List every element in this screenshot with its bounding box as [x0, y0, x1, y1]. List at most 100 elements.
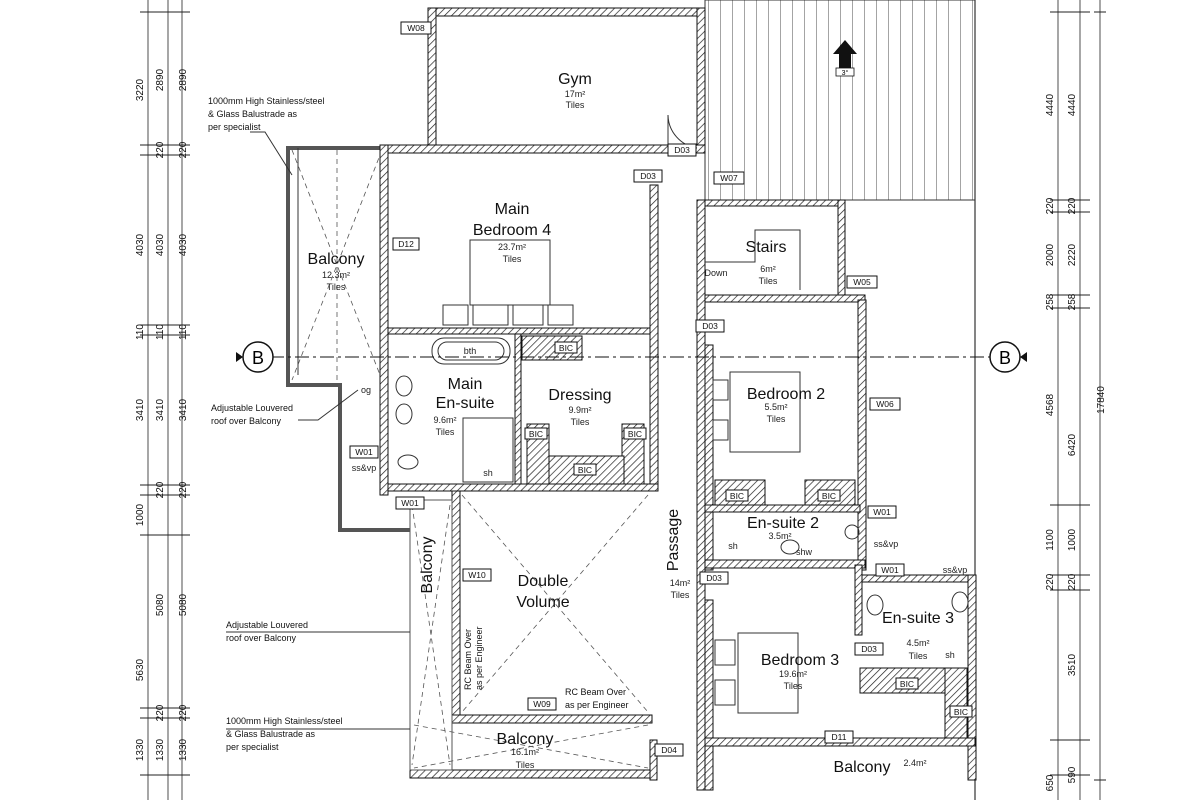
dim-right-mid-7: 3510	[1067, 653, 1078, 676]
svg-text:BIC: BIC	[730, 491, 744, 501]
svg-text:W01: W01	[881, 565, 899, 575]
stairs-finish: Tiles	[759, 276, 778, 286]
main-ensuite-name-2: En-suite	[436, 395, 495, 412]
tag-bic-1: BIC	[554, 341, 578, 354]
bedroom3-area: 19.6m²	[779, 669, 807, 679]
dim-left-inner-4: 3410	[178, 398, 189, 421]
tag-bic-3: BIC	[623, 427, 647, 440]
tag-d03-gym: D03	[667, 143, 697, 157]
svg-text:roof over Balcony: roof over Balcony	[226, 633, 297, 643]
tag-d12: D12	[392, 237, 420, 251]
tag-d03-bed4: D03	[633, 169, 663, 183]
balcony-bottom-area: 16.1m²	[511, 747, 539, 757]
dim-right-outer-7: 650	[1045, 774, 1056, 791]
tag-bic-8: BIC	[949, 705, 973, 718]
svg-text:1000mm High Stainless/steel: 1000mm High Stainless/steel	[226, 716, 343, 726]
svg-text:W07: W07	[720, 173, 738, 183]
tag-bic-2: BIC	[524, 427, 548, 440]
svg-text:D03: D03	[861, 644, 877, 654]
svg-text:BIC: BIC	[900, 679, 914, 689]
tag-d11: D11	[824, 730, 854, 744]
balcony-left-finish: Tiles	[327, 282, 346, 292]
svg-text:D04: D04	[661, 745, 677, 755]
ssvp-label-2: ss&vp	[874, 539, 899, 549]
bedroom2-name: Bedroom 2	[747, 386, 825, 403]
passage-finish: Tiles	[671, 590, 690, 600]
double-volume-void	[461, 494, 649, 713]
dim-left-outer-5: 5630	[135, 658, 146, 681]
dim-right-mid-8: 590	[1067, 766, 1078, 783]
svg-text:BIC: BIC	[822, 491, 836, 501]
dressing-finish: Tiles	[571, 417, 590, 427]
north-arrow: 3°	[833, 40, 857, 77]
tag-w09: W09	[527, 697, 557, 711]
note-louvre-1: Adjustable Louvered roof over Balcony	[211, 389, 359, 426]
main-bedroom-area: 23.7m²	[498, 242, 526, 252]
tag-w06: W06	[869, 397, 901, 411]
dressing-area: 9.9m²	[568, 405, 591, 415]
svg-text:W10: W10	[468, 570, 486, 580]
tag-w07: W07	[713, 171, 745, 185]
ssvp-label-3: ss&vp	[943, 565, 968, 575]
tag-w01-ensuite: W01	[349, 445, 379, 459]
svg-text:1000mm High Stainless/steel: 1000mm High Stainless/steel	[208, 96, 325, 106]
dim-left-mid-6: 5080	[155, 593, 166, 616]
svg-text:as per Engineer: as per Engineer	[565, 700, 629, 710]
svg-text:W09: W09	[533, 699, 551, 709]
dim-left-inner-7: 220	[178, 704, 189, 721]
svg-text:BIC: BIC	[628, 429, 642, 439]
bedroom3-name: Bedroom 3	[761, 652, 839, 669]
note-louvre-2: Adjustable Louvered roof over Balcony	[226, 620, 410, 643]
tag-d03-passage: D03	[699, 571, 729, 585]
tag-bic-7: BIC	[895, 677, 919, 690]
tag-w01-ensuite2: W01	[867, 505, 897, 519]
dim-left-inner-5: 220	[178, 481, 189, 498]
dim-left-mid-8: 1330	[155, 738, 166, 761]
bedroom2-finish: Tiles	[767, 414, 786, 424]
tag-w01-ensuite3: W01	[875, 563, 905, 577]
tag-w05: W05	[846, 275, 878, 289]
north-label: 3°	[842, 69, 849, 77]
stairs-area: 6m²	[760, 264, 776, 274]
dim-left-outer-0: 3220	[135, 78, 146, 101]
tag-w08: W08	[400, 21, 432, 35]
dim-right-outer-0: 4440	[1045, 93, 1056, 116]
dim-right-mid-0: 4440	[1067, 93, 1078, 116]
main-bedroom-finish: Tiles	[503, 254, 522, 264]
dim-left-inner-2: 4030	[178, 233, 189, 256]
gym-area: 17m²	[565, 89, 586, 99]
tag-w01-balcony: W01	[395, 496, 425, 510]
dim-left-mid-4: 3410	[155, 398, 166, 421]
shower-label-3: sh	[945, 650, 955, 660]
note-balustrade-top: 1000mm High Stainless/steel & Glass Balu…	[208, 96, 325, 176]
bath-label: bth	[464, 346, 477, 356]
dim-left-mid-5: 220	[155, 481, 166, 498]
dim-right-outer-1: 220	[1045, 197, 1056, 214]
main-ensuite-area: 9.6m²	[433, 415, 456, 425]
svg-text:BIC: BIC	[559, 343, 573, 353]
dim-left-outer-2: 110	[135, 324, 146, 340]
svg-text:RC Beam Over: RC Beam Over	[565, 687, 626, 697]
section-marker-right: B	[989, 341, 1027, 373]
dim-left-mid-7: 220	[155, 704, 166, 721]
note-balustrade-bottom: 1000mm High Stainless/steel & Glass Balu…	[226, 716, 410, 752]
svg-text:BIC: BIC	[578, 465, 592, 475]
svg-text:RC Beam Over: RC Beam Over	[463, 629, 473, 690]
dim-right-mid-1: 220	[1067, 197, 1078, 214]
svg-text:D12: D12	[398, 239, 414, 249]
balcony-right-area: 2.4m²	[903, 758, 926, 768]
dim-right-total: 17840	[1096, 386, 1107, 414]
bedroom2-area: 5.5m²	[764, 402, 787, 412]
svg-text:D03: D03	[706, 573, 722, 583]
tag-bic-5: BIC	[725, 489, 749, 502]
shower-label: sh	[483, 468, 493, 478]
dim-right-mid-4: 6420	[1067, 433, 1078, 456]
section-right-label: B	[999, 348, 1011, 368]
balcony-bottom-finish: Tiles	[516, 760, 535, 770]
main-ensuite-finish: Tiles	[436, 427, 455, 437]
dim-right-mid-2: 2220	[1067, 243, 1078, 266]
svg-text:Adjustable Louvered: Adjustable Louvered	[226, 620, 308, 630]
tag-d04: D04	[654, 743, 684, 757]
svg-text:as per Engineer: as per Engineer	[474, 626, 484, 690]
